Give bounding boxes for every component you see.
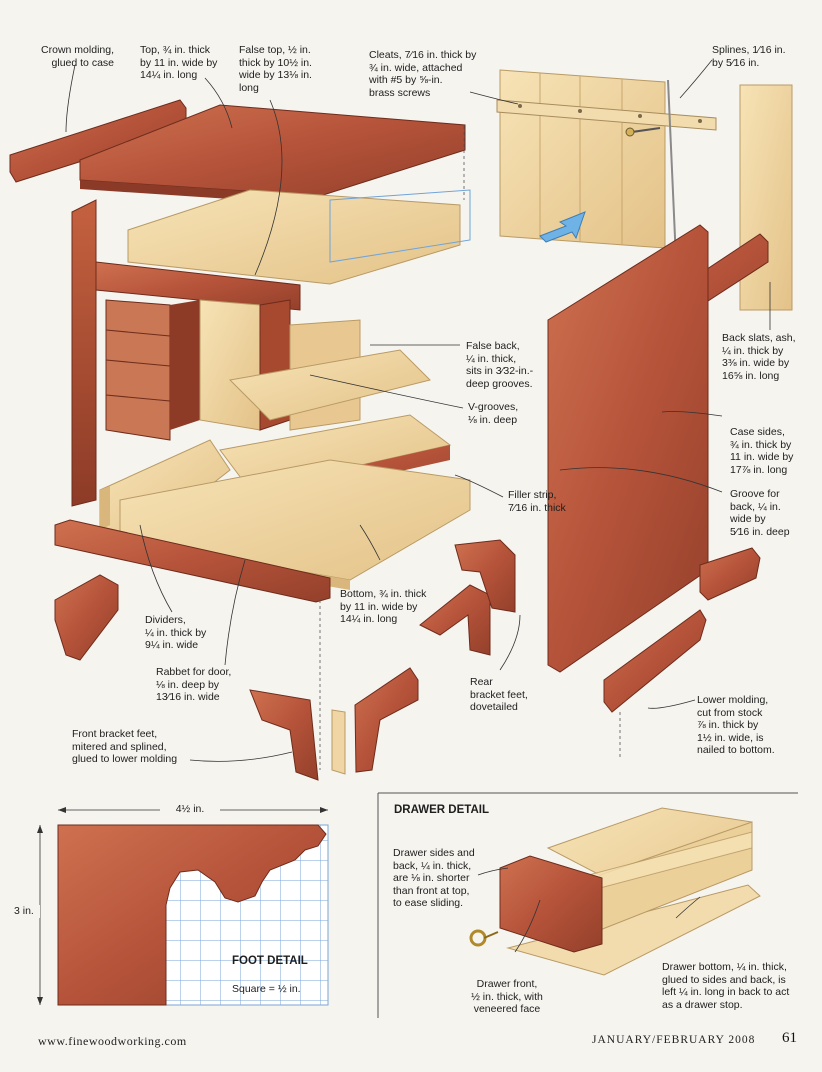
front-bracket-feet — [249, 667, 419, 781]
label-drawer-sides: Drawer sides and back, ¼ in. thick, are … — [393, 847, 475, 909]
drawer-drawing — [499, 807, 761, 976]
leader-lines — [65, 59, 771, 762]
label-dividers: Dividers, ¼ in. thick by 9¼ in. wide — [145, 614, 207, 651]
footer-issue: JANUARY/FEBRUARY 2008 — [592, 1034, 756, 1046]
spline — [667, 79, 677, 261]
label-crown-molding: Crown molding, glued to case — [41, 44, 114, 69]
label-rabbet-door: Rabbet for door, ⅛ in. deep by 13⁄16 in.… — [156, 666, 232, 703]
label-groove-back: Groove for back, ¼ in. wide by 5⁄16 in. … — [730, 488, 790, 538]
label-lower-molding: Lower molding, cut from stock ⅞ in. thic… — [697, 694, 775, 756]
label-case-sides: Case sides, ¾ in. thick by 11 in. wide b… — [730, 426, 794, 476]
label-top: Top, ¾ in. thick by 11 in. wide by 14¼ i… — [140, 44, 218, 81]
label-drawer-bottom: Drawer bottom, ¼ in. thick, glued to sid… — [662, 961, 790, 1011]
page-number: 61 — [782, 1030, 797, 1046]
label-splines: Splines, 1⁄16 in. by 5⁄16 in. — [712, 44, 786, 69]
label-back-slats: Back slats, ash, ¼ in. thick by 3⅜ in. w… — [722, 332, 796, 382]
foot-detail-scale: Square = ½ in. — [232, 983, 301, 995]
drawer-leader-lines — [477, 867, 701, 953]
label-cleats: Cleats, 7⁄16 in. thick by ¾ in. wide, at… — [369, 49, 477, 99]
label-false-back: False back, ¼ in. thick, sits in 3⁄32-in… — [466, 340, 534, 390]
drawer-knob-icon — [469, 929, 499, 947]
footer-website: www.finewoodworking.com — [38, 1034, 187, 1048]
lower-molding-front — [54, 519, 331, 603]
label-bottom: Bottom, ¾ in. thick by 11 in. wide by 14… — [340, 588, 427, 625]
drawer-detail-title: DRAWER DETAIL — [394, 804, 489, 816]
blue-arrow-icon — [539, 211, 586, 243]
label-rear-feet: Rear bracket feet, dovetailed — [470, 676, 528, 713]
screw-icon — [625, 127, 661, 137]
case-right-side — [547, 224, 709, 673]
lower-molding-side — [603, 547, 761, 713]
case-left-side — [71, 199, 97, 507]
label-front-feet: Front bracket feet, mitered and splined,… — [72, 728, 178, 765]
label-false-top: False top, ½ in. thick by 10½ in. wide b… — [239, 44, 312, 94]
rear-bracket-feet — [419, 539, 516, 656]
foot-detail-title: FOOT DETAIL — [232, 955, 308, 967]
drawer-detail-frame — [377, 792, 798, 1018]
foot-height-dimension: 3 in. — [14, 905, 40, 918]
label-v-grooves: V-grooves, ⅛ in. deep — [468, 401, 519, 426]
cleat — [496, 99, 717, 131]
label-filler-strip: Filler strip, 7⁄16 in. thick — [508, 489, 566, 514]
false-top-panel — [127, 189, 471, 285]
case-interior — [95, 261, 361, 441]
front-bracket-foot-left — [54, 574, 119, 661]
foot-detail-drawing — [37, 807, 329, 1006]
construction-lines — [319, 126, 621, 770]
foot-width-dimension: 4½ in. — [160, 803, 220, 816]
label-drawer-front: Drawer front, ½ in. thick, with veneered… — [471, 978, 543, 1015]
